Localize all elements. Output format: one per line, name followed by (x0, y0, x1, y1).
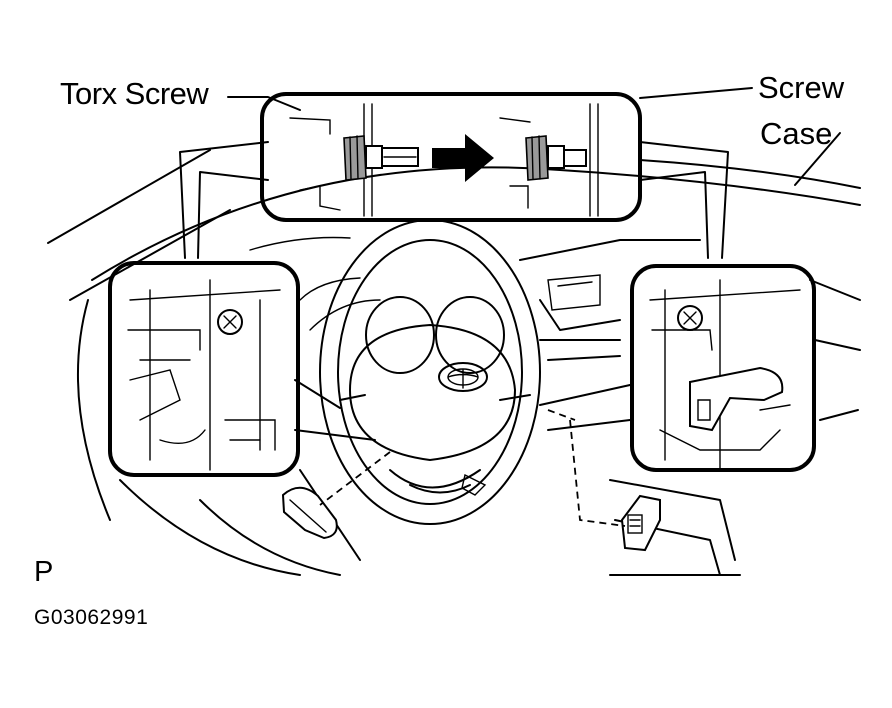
view-mark-label: P (34, 556, 54, 588)
screw-label: Screw (758, 70, 845, 105)
right-detail-box (630, 264, 816, 472)
removed-switch (620, 494, 661, 552)
dashed-leaders (319, 409, 626, 527)
steering-wheel (319, 219, 541, 525)
figure-code-label: G03062991 (34, 606, 149, 629)
torx-screw-label: Torx Screw (60, 76, 209, 111)
callout-tails (179, 141, 729, 441)
case-label: Case (760, 116, 833, 151)
arrow-icon (432, 134, 494, 182)
screw-after (525, 135, 587, 181)
trim-cover (281, 486, 338, 540)
left-detail-box (108, 261, 300, 477)
dashboard-outline (47, 149, 861, 576)
screw-detail-box (260, 92, 642, 222)
label-leaders (227, 87, 841, 186)
screw-before (343, 135, 419, 181)
